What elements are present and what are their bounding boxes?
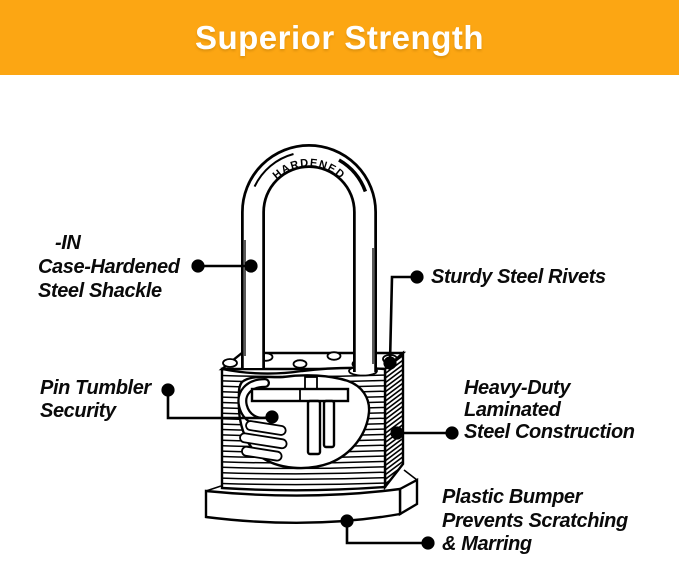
callout-laminated-line-1: Heavy-Duty	[464, 377, 571, 399]
callout-shackle-line-2: Case-Hardened	[38, 256, 180, 278]
title-banner: Superior Strength	[0, 0, 679, 75]
callout-line-pin-tumbler	[166, 396, 272, 420]
callout-rivets-label: Sturdy Steel Rivets	[431, 266, 606, 289]
callout-bumper-line-3: & Marring	[442, 533, 532, 555]
callout-bumper-line-2: Prevents Scratching	[442, 509, 628, 532]
callout-shackle-line-3: Steel Shackle	[38, 280, 162, 302]
callout-bumper-label: Plastic Bumper Prevents Scratching & Mar…	[442, 486, 628, 557]
callout-line-rivets	[388, 275, 417, 363]
callout-pin-line-2: Security	[40, 400, 116, 422]
callout-shackle-line-1: -IN	[55, 232, 81, 254]
pin-tumbler-mechanism	[237, 376, 350, 462]
callout-line-bumper	[345, 523, 428, 545]
callout-laminated-line-3: Steel Construction	[464, 421, 635, 443]
callout-rivets-line-1: Sturdy Steel Rivets	[431, 266, 606, 288]
callout-laminated-line-2: Laminated	[464, 399, 561, 421]
callout-pin-tumbler-label: Pin Tumbler Security	[40, 377, 151, 423]
callout-laminated-label: Heavy-Duty Laminated Steel Construction	[464, 377, 635, 443]
padlock-cutaway	[237, 374, 371, 470]
callout-pin-line-1: Pin Tumbler	[40, 377, 151, 399]
page-title: Superior Strength	[194, 18, 485, 56]
padlock-bumper	[204, 469, 419, 525]
padlock-shackle: HARDENED	[241, 144, 378, 377]
callout-bumper-line-1: Plastic Bumper	[442, 486, 583, 508]
callout-shackle-label: -IN Case-Hardened Steel Shackle	[38, 231, 180, 303]
callout-connectors	[161, 259, 459, 550]
